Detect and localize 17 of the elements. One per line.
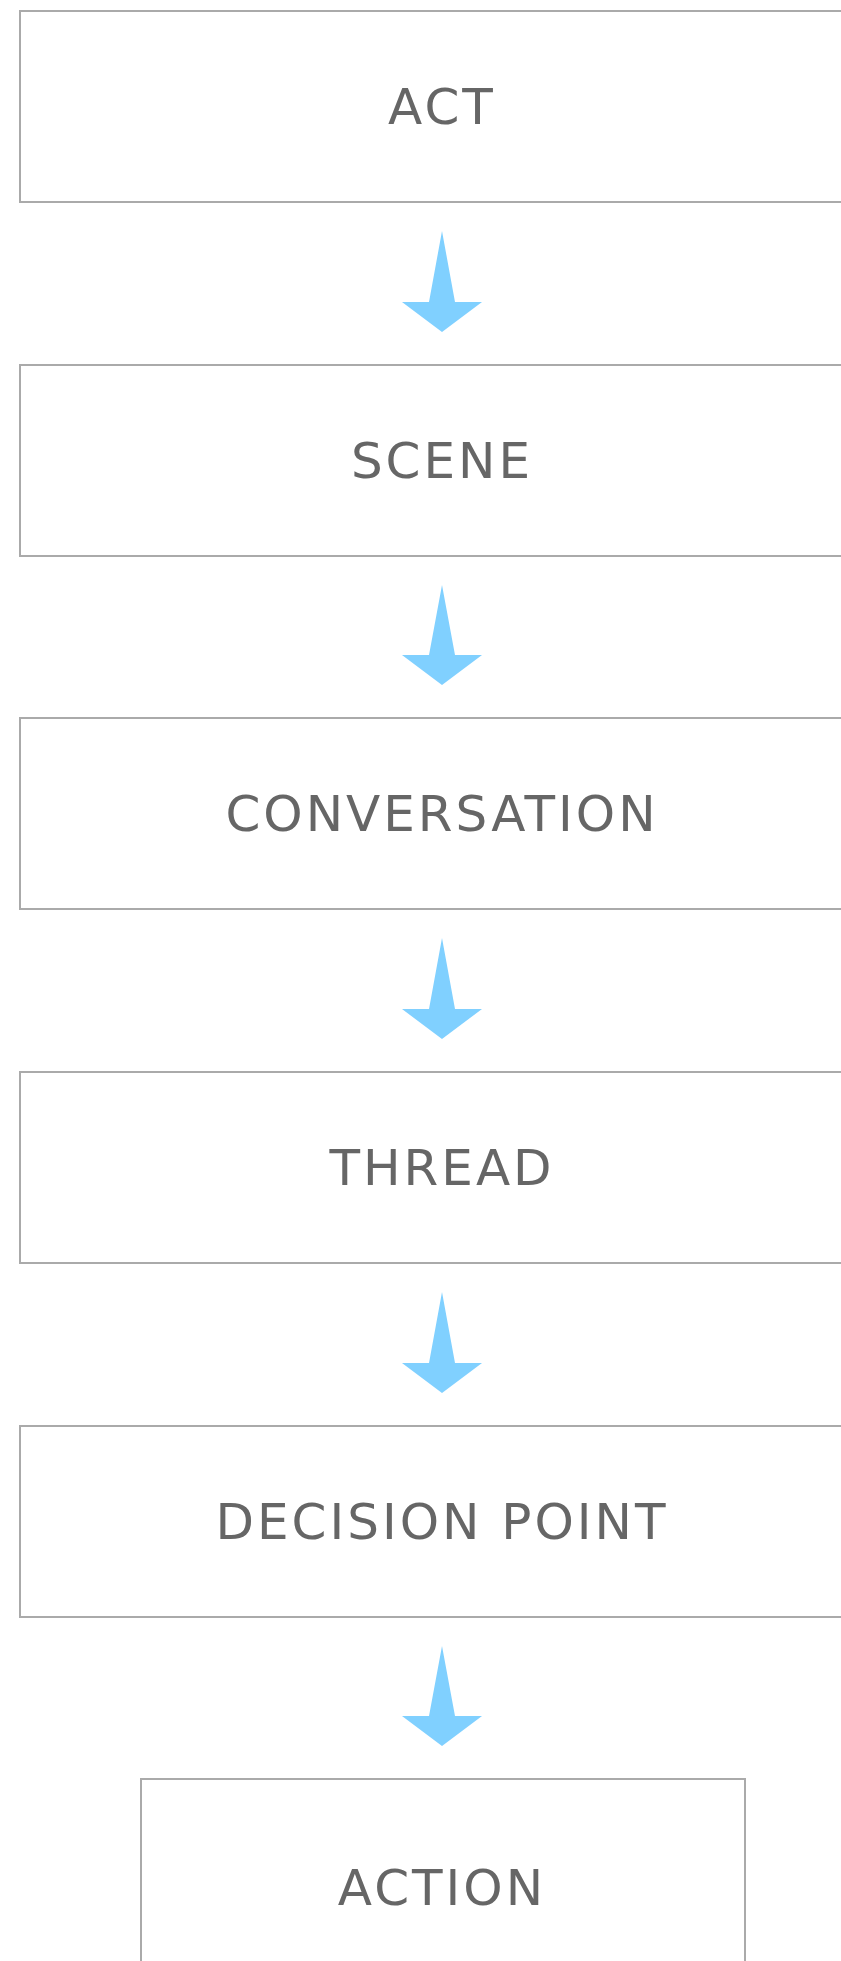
- box-label: ACTION: [337, 1859, 547, 1917]
- text-box: [19, 1425, 841, 1618]
- text-box: [19, 10, 841, 203]
- box-label: THREAD: [329, 1138, 555, 1197]
- arrow: [402, 231, 482, 332]
- box-label: CONVERSATION: [225, 784, 659, 843]
- text-box: [19, 1071, 841, 1264]
- text-box: [140, 1778, 746, 1961]
- arrow: [402, 1646, 482, 1746]
- arrow: [402, 938, 482, 1039]
- box-label: SCENE: [350, 431, 534, 490]
- box-label: DECISION POINT: [215, 1492, 669, 1551]
- text-box: [19, 717, 841, 910]
- text-box: [19, 364, 841, 557]
- arrow: [402, 585, 482, 685]
- box-label: ACT: [388, 77, 496, 136]
- arrow: [402, 1292, 482, 1393]
